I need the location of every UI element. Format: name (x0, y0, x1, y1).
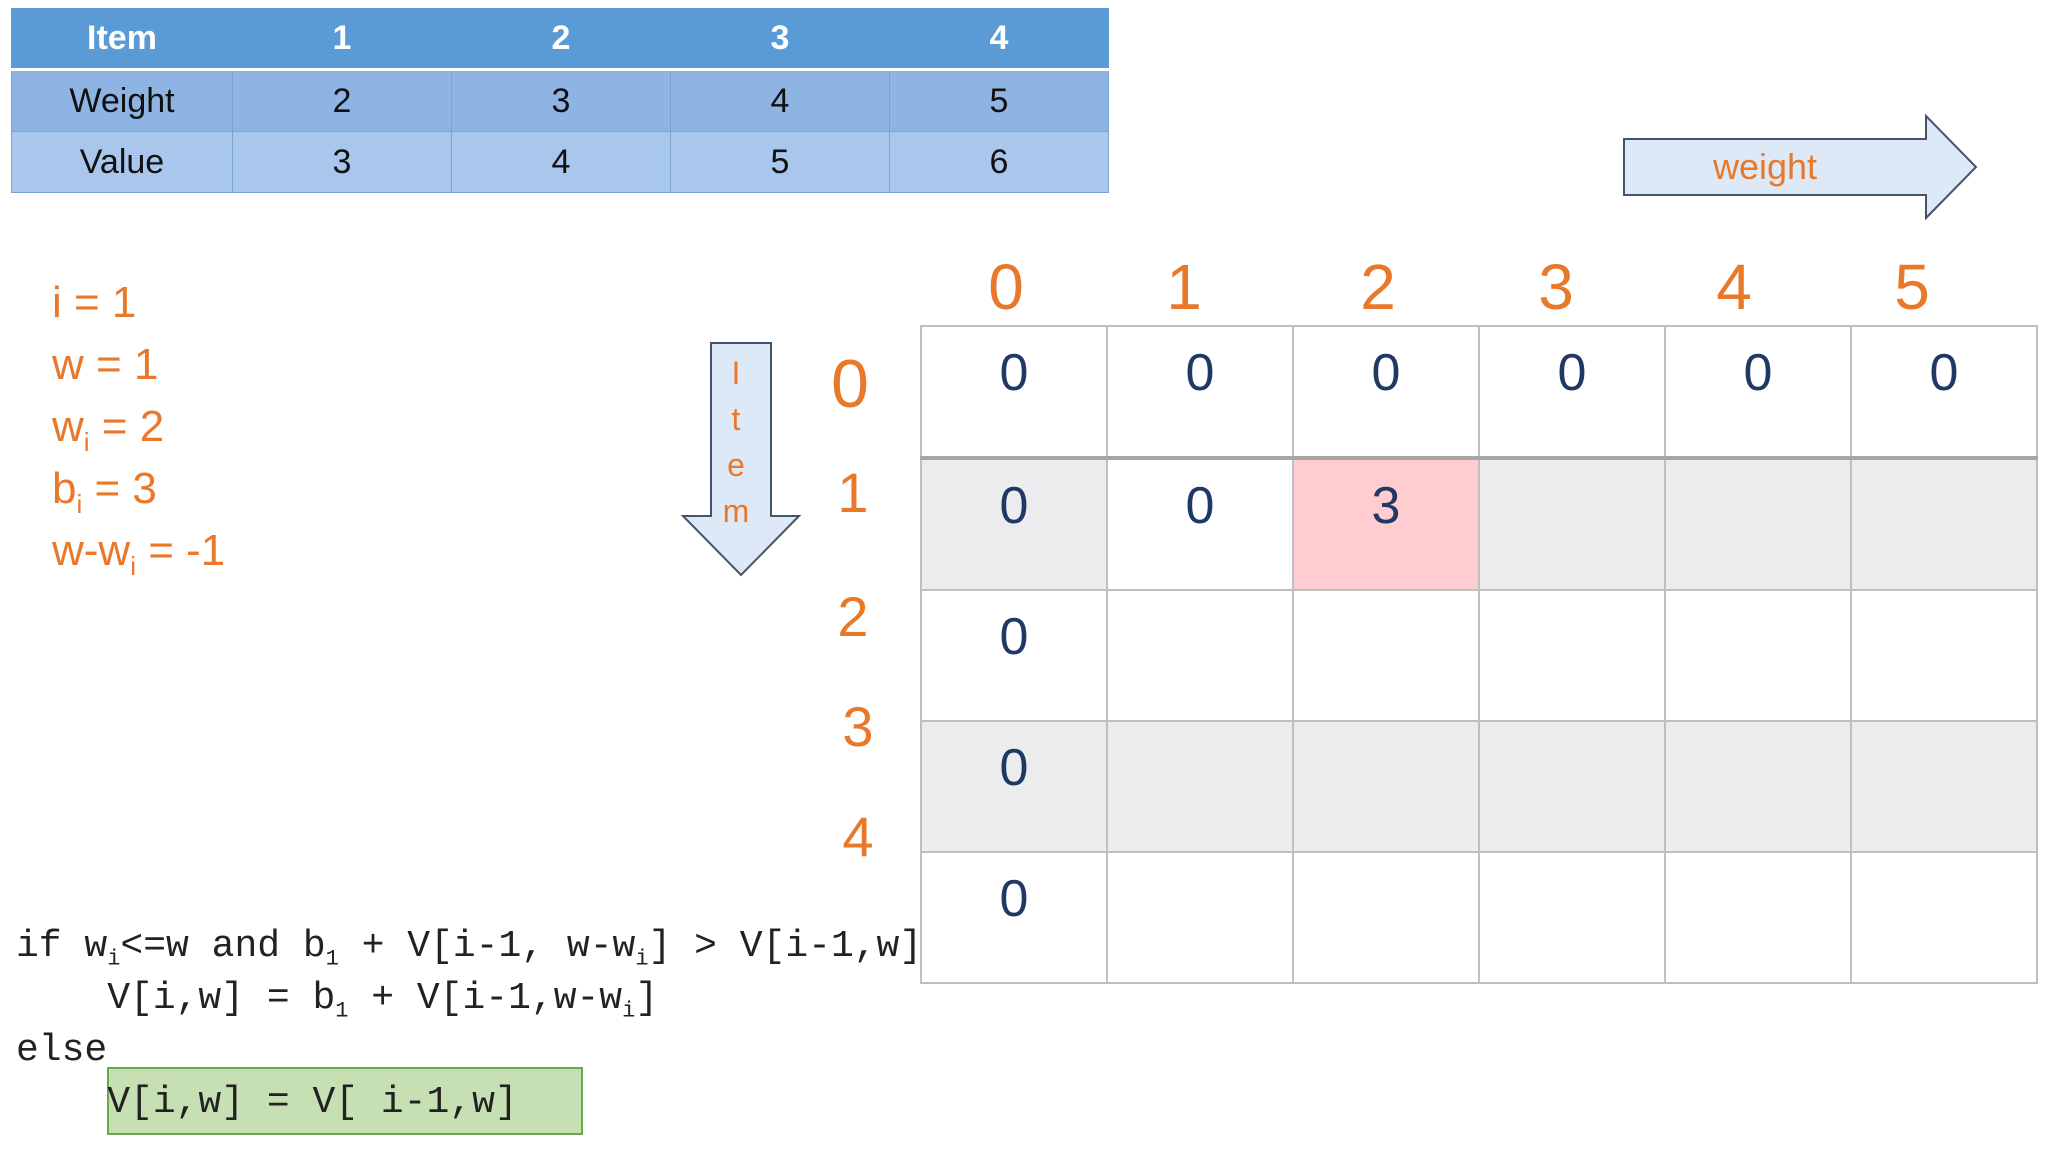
dp-cell (1850, 457, 2038, 591)
dp-cell (1106, 851, 1294, 984)
dp-cell (1664, 720, 1852, 853)
row-header: 0 (831, 346, 869, 422)
dp-cell (1292, 720, 1480, 853)
dp-cell (1478, 457, 1666, 591)
items-cell: 3 (451, 69, 671, 132)
col-header: 4 (1716, 251, 1752, 323)
dp-cell (1106, 589, 1294, 722)
col-header: 0 (988, 251, 1024, 323)
items-table: Item 1 2 3 4 Weight 2 3 4 5 Value 3 4 5 … (11, 8, 1109, 193)
items-cell: 5 (889, 69, 1109, 132)
items-weight-row: Weight 2 3 4 5 (11, 69, 1109, 132)
row-header: 3 (842, 695, 874, 758)
weight-arrow-label: weight (1712, 146, 1818, 187)
item-arrow (680, 342, 802, 577)
dp-cell (1478, 589, 1666, 722)
dp-cell (1292, 851, 1480, 984)
row-header: 2 (837, 585, 869, 648)
code-line-if: if wi<=w and b1 + V[i-1, w-wi] > V[i-1,w… (16, 925, 923, 972)
item-arrow-letter: m (722, 493, 750, 529)
items-cell: 3 (232, 131, 452, 193)
item-arrow-letter: e (727, 447, 745, 483)
items-cell: Value (11, 131, 233, 193)
dp-row: 0 (920, 720, 2038, 853)
dp-cell (1664, 457, 1852, 591)
dp-cell: 0 (1478, 325, 1666, 460)
col-header: 2 (1360, 251, 1396, 323)
row-header: 1 (837, 461, 869, 524)
var-bi: bi = 3 (52, 464, 157, 519)
var-w: w = 1 (52, 340, 159, 389)
items-header-cell: 4 (889, 8, 1109, 71)
dp-grid: 0 0 0 0 0 0 0 0 3 0 0 0 (920, 325, 2038, 984)
col-header: 3 (1538, 251, 1574, 323)
code-line-else-assign: V[i,w] = V[ i-1,w] (16, 1081, 518, 1124)
dp-cell (1850, 851, 2038, 984)
item-arrow-letter: t (731, 401, 741, 437)
dp-row: 0 0 3 (920, 457, 2038, 591)
item-arrow-letter: I (731, 355, 741, 391)
items-value-row: Value 3 4 5 6 (11, 131, 1109, 193)
dp-cell (1292, 589, 1480, 722)
items-header-cell: 2 (451, 8, 671, 71)
dp-cell: 0 (1850, 325, 2038, 460)
dp-cell: 0 (1292, 325, 1480, 460)
dp-cell: 0 (920, 457, 1108, 591)
dp-cell (1664, 589, 1852, 722)
dp-cell: 0 (920, 589, 1108, 722)
items-cell: 6 (889, 131, 1109, 193)
dp-cell: 0 (1106, 325, 1294, 460)
items-header-cell: 1 (232, 8, 452, 71)
dp-cell (1850, 720, 2038, 853)
var-i: i = 1 (52, 278, 137, 327)
var-diff: w-wi = -1 (52, 526, 226, 581)
dp-cell-highlight: 3 (1292, 457, 1480, 591)
dp-cell: 0 (920, 325, 1108, 460)
dp-cell: 0 (920, 851, 1108, 984)
col-header: 1 (1166, 251, 1202, 323)
weight-arrow (1623, 113, 1978, 221)
dp-row: 0 0 0 0 0 0 (920, 325, 2038, 460)
row-header: 4 (842, 805, 874, 868)
dp-cell: 0 (1106, 457, 1294, 591)
items-cell: 5 (670, 131, 890, 193)
items-header-cell: Item (11, 8, 233, 71)
else-highlight-box (107, 1067, 583, 1135)
dp-cell (1478, 851, 1666, 984)
dp-cell (1664, 851, 1852, 984)
items-cell: Weight (11, 69, 233, 132)
items-header-cell: 3 (670, 8, 890, 71)
items-cell: 2 (232, 69, 452, 132)
dp-cell: 0 (920, 720, 1108, 853)
dp-cell (1106, 720, 1294, 853)
items-cell: 4 (670, 69, 890, 132)
code-line-else: else (16, 1029, 108, 1072)
col-header: 5 (1894, 251, 1930, 323)
dp-row: 0 (920, 851, 2038, 984)
dp-cell (1850, 589, 2038, 722)
items-cell: 4 (451, 131, 671, 193)
dp-cell: 0 (1664, 325, 1852, 460)
dp-row: 0 (920, 589, 2038, 722)
items-header-row: Item 1 2 3 4 (11, 8, 1109, 71)
dp-cell (1478, 720, 1666, 853)
code-line-assign: V[i,w] = b1 + V[i-1,w-wi] (16, 977, 659, 1024)
var-wi: wi = 2 (52, 402, 165, 457)
